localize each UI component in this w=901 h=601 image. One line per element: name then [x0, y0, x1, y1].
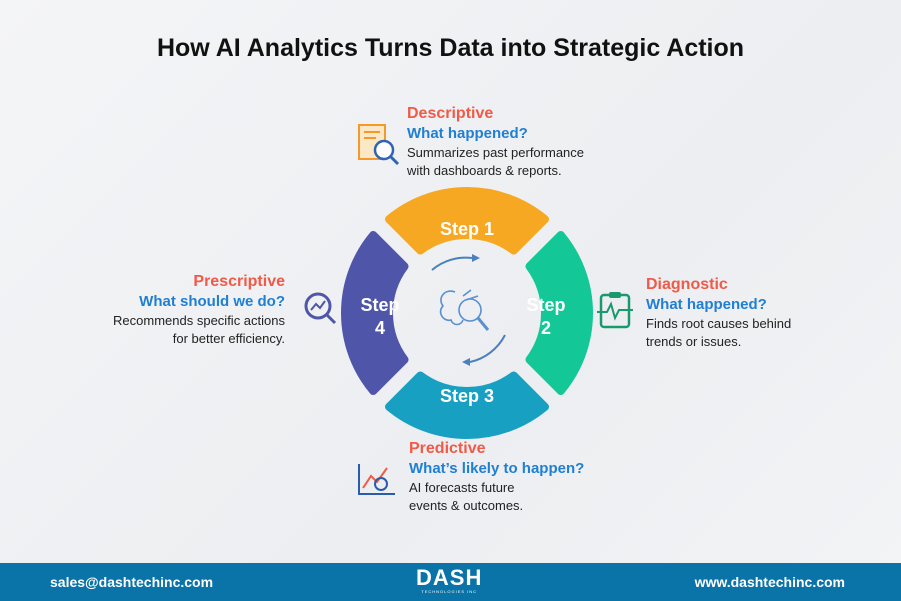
step-description: trends or issues.	[646, 334, 742, 349]
logo-subtext: TECHNOLOGIES INC	[421, 589, 478, 594]
cycle-arrow-bottom	[469, 334, 506, 363]
descriptive-block: Descriptive What happened? Summarizes pa…	[407, 104, 584, 180]
step-2-segment	[525, 231, 593, 395]
step-3-label: Step 3	[440, 386, 494, 406]
diagnostic-block: Diagnostic What happened? Finds root cau…	[646, 275, 791, 351]
predictive-block: Predictive What’s likely to happen? AI f…	[409, 439, 584, 515]
step-description: Recommends specific actions	[113, 313, 285, 328]
step-description: for better efficiency.	[172, 331, 285, 346]
step-3-segment	[385, 371, 549, 439]
step-question: What happened?	[407, 125, 528, 142]
cycle-arrow-top	[431, 256, 473, 271]
arrow-head-icon	[472, 254, 480, 262]
step-description: events & outcomes.	[409, 498, 524, 513]
brain-magnifier-icon	[439, 289, 490, 331]
step-4-segment	[341, 231, 409, 395]
step-description: Summarizes past performance	[407, 145, 585, 160]
step-1-segment	[385, 187, 549, 255]
page-title: How AI Analytics Turns Data into Strateg…	[156, 34, 745, 62]
logo-text: DASH	[416, 565, 483, 590]
target-chart-icon	[304, 292, 337, 325]
step-description: AI forecasts future	[409, 480, 515, 495]
website-link[interactable]: www.dashtechinc.com	[694, 574, 845, 590]
step-2-number: 2	[541, 318, 551, 338]
prescriptive-block: Prescriptive What should we do? Recommen…	[65, 272, 285, 348]
step-heading: Diagnostic	[646, 276, 728, 293]
chart-magnifier-icon	[358, 464, 395, 495]
step-4-label: Step	[360, 295, 399, 315]
report-magnifier-icon	[358, 124, 400, 166]
step-heading: Predictive	[409, 440, 486, 457]
arrow-head-icon	[462, 358, 470, 366]
step-question: What should we do?	[139, 293, 285, 310]
step-question: What’s likely to happen?	[409, 460, 585, 477]
footer: sales@dashtechinc.com DASH TECHNOLOGIES …	[0, 563, 901, 601]
step-heading: Descriptive	[407, 105, 494, 122]
clipboard-pulse-icon	[597, 292, 633, 329]
step-heading: Prescriptive	[193, 273, 285, 290]
step-4-number: 4	[375, 318, 385, 338]
dash-logo: DASH TECHNOLOGIES INC	[416, 565, 483, 595]
step-question: What happened?	[646, 296, 767, 313]
step-1-label: Step 1	[440, 219, 494, 239]
step-description: Finds root causes behind	[646, 316, 792, 331]
step-2-label: Step	[526, 295, 565, 315]
step-description: with dashboards & reports.	[407, 163, 562, 178]
email-link[interactable]: sales@dashtechinc.com	[50, 574, 214, 590]
